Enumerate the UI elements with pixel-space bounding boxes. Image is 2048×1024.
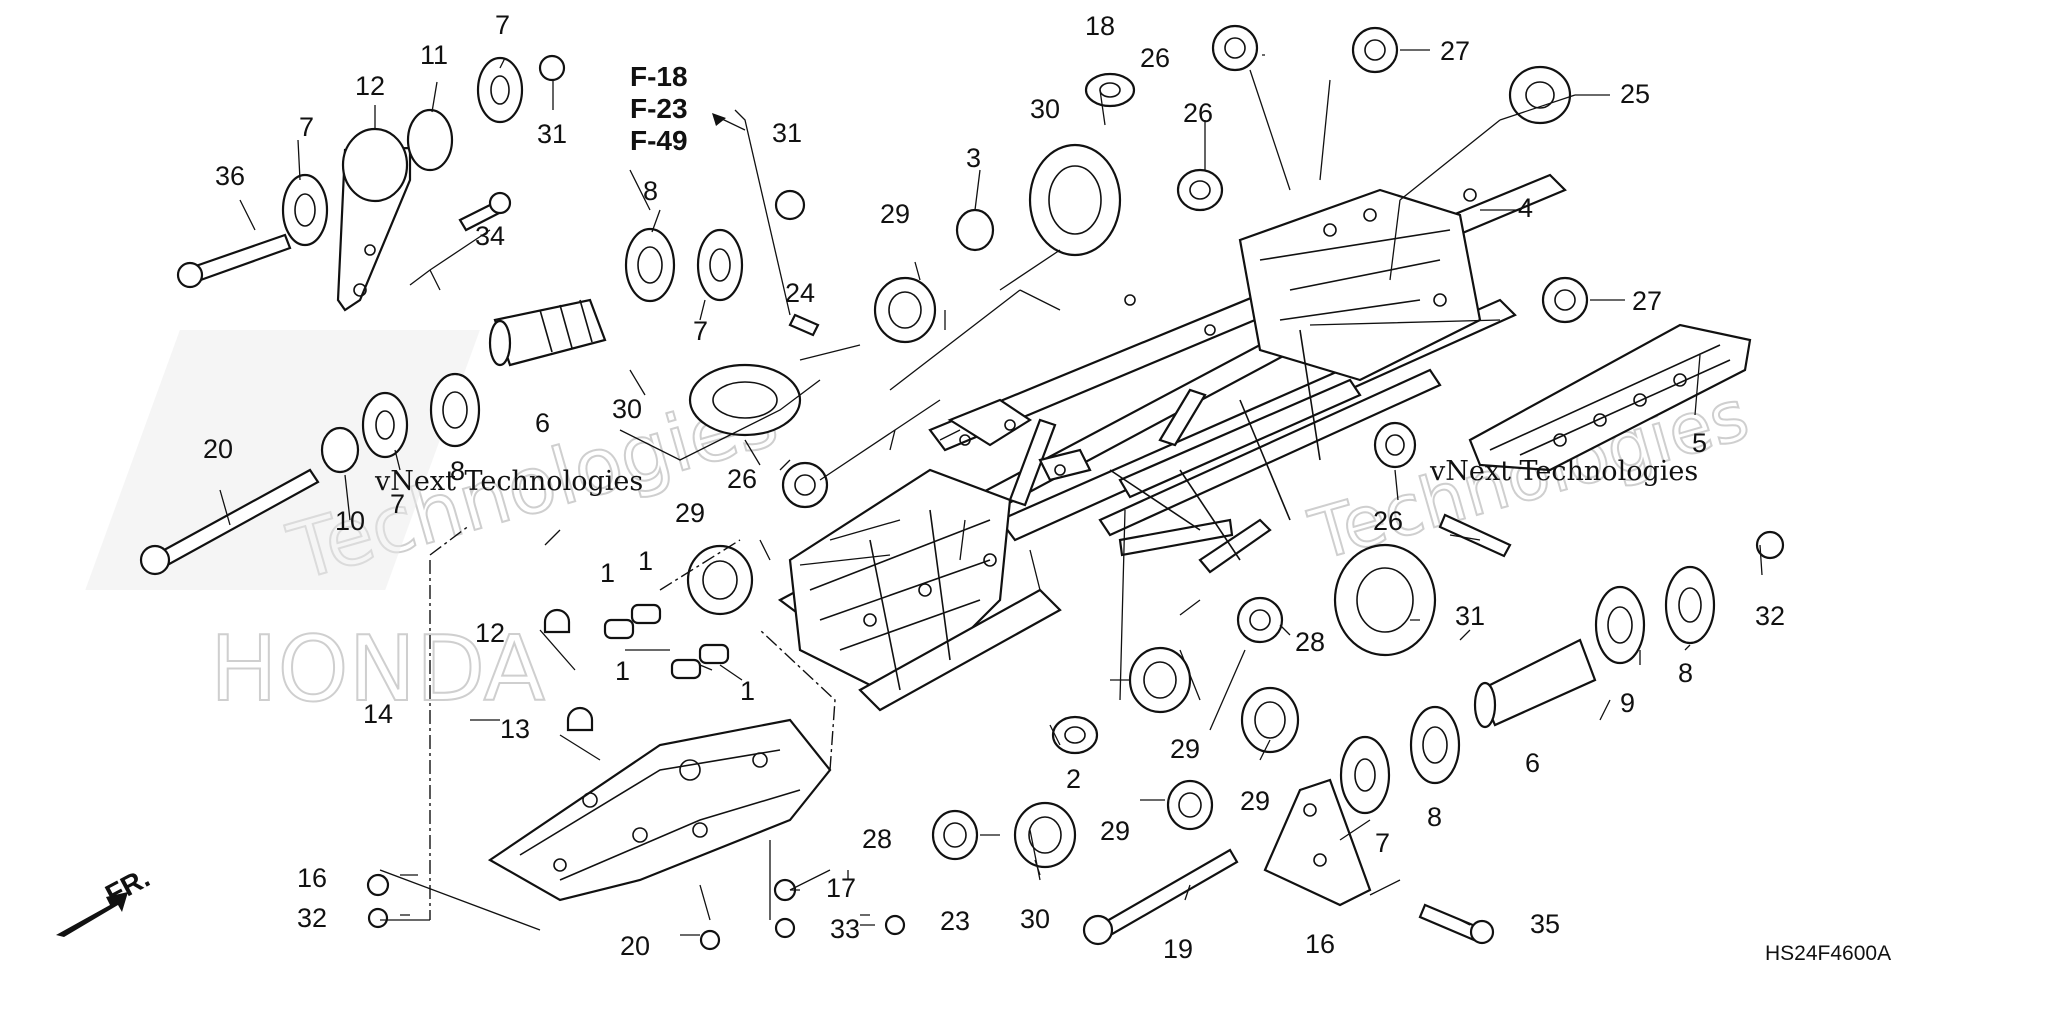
- callout-19[interactable]: 20: [203, 434, 233, 464]
- callout-5[interactable]: 5: [1692, 428, 1707, 458]
- callout-6-right[interactable]: 6: [1525, 748, 1540, 778]
- callout-13[interactable]: 14: [363, 699, 393, 729]
- frame-body-part: [777, 173, 1567, 712]
- callout-32-a[interactable]: 32: [297, 903, 327, 933]
- callout-32-b[interactable]: 33: [830, 914, 860, 944]
- watermark-brand: HONDA: [210, 617, 545, 722]
- watermark-text-right: vNext Technologies: [1429, 456, 1698, 487]
- callout-29-b[interactable]: 29: [675, 498, 705, 528]
- callout-31-c[interactable]: 32: [1755, 601, 1785, 631]
- callout-8-b[interactable]: 8: [450, 456, 465, 486]
- callout-20-a[interactable]: 20: [620, 931, 650, 961]
- callout-20-b[interactable]: 23: [940, 906, 970, 936]
- callout-8-a[interactable]: 8: [643, 176, 658, 206]
- callout-12-a[interactable]: 12: [475, 618, 505, 648]
- callout-29-e[interactable]: 30: [1020, 904, 1050, 934]
- callout-7-b[interactable]: 7: [299, 112, 314, 142]
- callout-14[interactable]: 16: [1305, 929, 1335, 959]
- callout-29-a[interactable]: 29: [880, 199, 910, 229]
- callout-16-b[interactable]: 17: [826, 873, 856, 903]
- skid-plate-part: [487, 603, 832, 902]
- callout-1-c[interactable]: 1: [615, 656, 630, 686]
- callout-25[interactable]: 26: [1183, 98, 1213, 128]
- callout-26-a[interactable]: 26: [1140, 43, 1170, 73]
- callout-16-a[interactable]: 16: [297, 863, 327, 893]
- front-direction-indicator: FR.: [56, 862, 155, 937]
- callout-30-a[interactable]: 30: [1030, 94, 1060, 124]
- callout-35[interactable]: 36: [215, 161, 245, 191]
- callout-7-c[interactable]: 7: [693, 316, 708, 346]
- callout-1-a[interactable]: 1: [600, 558, 615, 588]
- callout-4[interactable]: 4: [1518, 193, 1533, 223]
- watermark-text-left: vNext Technologies: [374, 466, 643, 497]
- callout-12-b[interactable]: 13: [500, 714, 530, 744]
- callout-8-d[interactable]: 9: [1620, 688, 1635, 718]
- leader-lines: [219, 49, 1763, 936]
- callout-29-d[interactable]: 29: [1240, 786, 1270, 816]
- callout-7-e[interactable]: 7: [1375, 828, 1390, 858]
- ref-page-f23[interactable]: F-23: [630, 93, 688, 124]
- callout-numbers: 1 1 1 1 2 3 4 5 6 6 7 7 7 7 7 8 8 8 8 9 …: [203, 10, 1785, 964]
- right-axle-parts: [1082, 513, 1785, 946]
- ref-page-f49[interactable]: F-49: [630, 125, 688, 156]
- hose-clamps: [366, 24, 1589, 951]
- ref-page-f18[interactable]: F-18: [630, 61, 688, 92]
- diagram-code: HS24F4600A: [1765, 942, 1891, 965]
- callout-10[interactable]: 11: [420, 40, 448, 70]
- direction-label: FR.: [100, 862, 154, 911]
- callout-6-left[interactable]: 6: [535, 408, 550, 438]
- callout-34[interactable]: 35: [1530, 909, 1560, 939]
- arrow-icon: [56, 892, 128, 937]
- callout-18[interactable]: 19: [1163, 934, 1193, 964]
- callout-24[interactable]: 25: [1620, 79, 1650, 109]
- callout-26-b[interactable]: 26: [727, 464, 757, 494]
- callout-29-c[interactable]: 29: [1170, 734, 1200, 764]
- callout-1-d[interactable]: 1: [740, 676, 755, 706]
- callout-31-a[interactable]: 31: [537, 119, 567, 149]
- callout-23[interactable]: 24: [785, 278, 815, 308]
- callout-26-c[interactable]: 26: [1373, 506, 1403, 536]
- left-axle-parts: [139, 54, 806, 576]
- callout-7-d[interactable]: 7: [390, 489, 405, 519]
- callout-9[interactable]: 10: [335, 506, 365, 536]
- callout-7-a[interactable]: 7: [495, 10, 510, 40]
- callout-3[interactable]: 3: [966, 143, 981, 173]
- callout-27-b[interactable]: 27: [1632, 286, 1662, 316]
- callout-28-b[interactable]: 29: [1100, 816, 1130, 846]
- callout-27-c[interactable]: 28: [1295, 627, 1325, 657]
- callout-7-f[interactable]: 8: [1678, 658, 1693, 688]
- callout-33[interactable]: 34: [475, 221, 505, 251]
- callout-8-c[interactable]: 8: [1427, 802, 1442, 832]
- callout-1-b[interactable]: 1: [638, 546, 653, 576]
- callout-17[interactable]: 18: [1085, 11, 1115, 41]
- carrier-part: [1468, 323, 1752, 472]
- callout-2[interactable]: 2: [1066, 764, 1081, 794]
- callout-30-b[interactable]: 30: [612, 394, 642, 424]
- callout-31-b[interactable]: 31: [772, 118, 802, 148]
- callout-28-a[interactable]: 28: [862, 824, 892, 854]
- callout-27-a[interactable]: 27: [1440, 36, 1470, 66]
- callout-11[interactable]: 12: [355, 71, 385, 101]
- callout-30-c[interactable]: 31: [1455, 601, 1485, 631]
